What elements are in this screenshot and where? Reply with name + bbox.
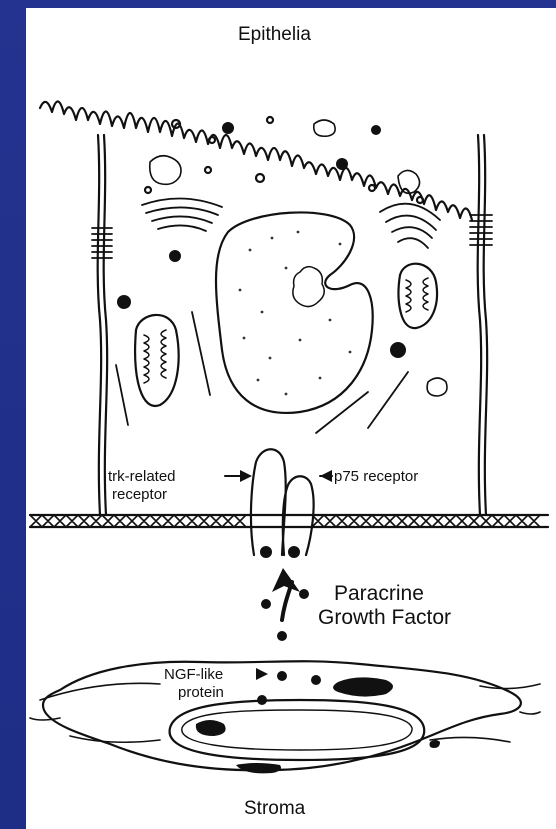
receptor-ligand-1: [260, 546, 272, 558]
mitochondrion-left: [135, 315, 178, 406]
vesicle-1: [150, 156, 181, 185]
nucleus-speckles: [239, 231, 352, 396]
er-strand-4: [368, 372, 408, 428]
right-desmosome: [470, 215, 492, 245]
label-paracrine-line1: Paracrine: [334, 582, 424, 606]
dark-granule-3: [336, 158, 348, 170]
vesicle-3: [314, 120, 335, 136]
label-stroma: Stroma: [244, 798, 305, 820]
left-membrane-2: [104, 135, 107, 515]
nucleolus: [293, 267, 324, 307]
dark-granule-4: [222, 122, 234, 134]
growth-factor-2: [277, 631, 287, 641]
growth-factor-3: [277, 671, 287, 681]
trk-receptor: [251, 449, 286, 555]
growth-factor-5: [257, 695, 267, 705]
er-strand-2: [116, 365, 128, 425]
label-trk-line1: trk-related: [108, 468, 176, 485]
mitochondrion-right: [399, 264, 437, 328]
stroma-dark-body-1: [333, 677, 393, 696]
vesicle-4: [427, 378, 447, 396]
right-membrane-2: [484, 135, 487, 515]
label-ngf-line2: protein: [178, 684, 224, 701]
dark-granule-6: [117, 295, 131, 309]
stroma-dark-body-2: [196, 720, 226, 736]
golgi-left: [142, 198, 222, 231]
left-membrane: [98, 135, 101, 515]
arrowhead: [272, 568, 300, 592]
growth-factor-legend-dot: [299, 589, 309, 599]
er-strand-1: [192, 312, 210, 395]
growth-factor-4: [311, 675, 321, 685]
label-ngf-line1: NGF-like: [164, 666, 223, 683]
golgi-right: [380, 204, 440, 248]
stroma-dark-body-3: [236, 763, 281, 773]
stroma-dark-body-4: [430, 740, 441, 748]
vesicle-8: [256, 174, 264, 182]
vesicle-2: [398, 170, 420, 193]
dark-granule-2: [390, 342, 406, 358]
vesicle-6: [205, 167, 211, 173]
vesicle-7: [145, 187, 151, 193]
label-p75: p75 receptor: [334, 468, 418, 485]
receptor-ligand-2: [288, 546, 300, 558]
vesicle-11: [267, 117, 273, 123]
vesicle-12: [209, 137, 215, 143]
vesicle-10: [417, 197, 423, 203]
right-membrane: [478, 135, 481, 515]
label-trk-line2: receptor: [112, 486, 167, 503]
left-desmosome: [92, 228, 112, 258]
label-epithelia: Epithelia: [238, 24, 311, 46]
vesicle-9: [369, 185, 375, 191]
fibroblast-process-1: [30, 683, 540, 742]
dark-granule-5: [371, 125, 381, 135]
er-strand-3: [316, 392, 368, 433]
dark-granule-1: [169, 250, 181, 262]
nucleus: [216, 212, 373, 413]
label-paracrine-line2: Growth Factor: [318, 606, 451, 630]
growth-factor-1: [261, 599, 271, 609]
